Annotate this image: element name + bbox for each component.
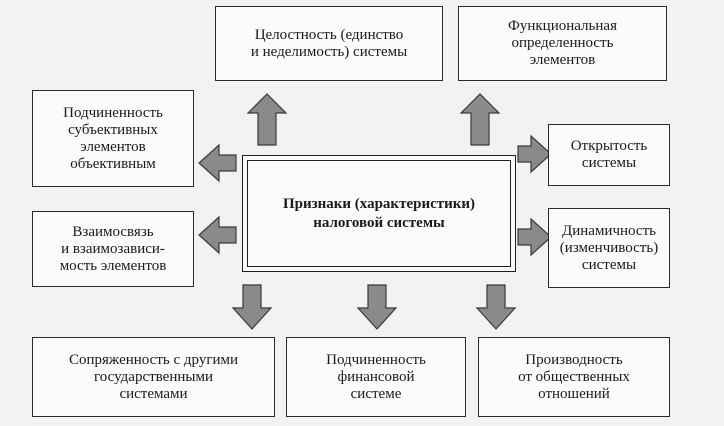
box-conjugation-label: Сопряженность с другими государственными… bbox=[68, 351, 239, 402]
box-openness-label: Открытость системы bbox=[570, 138, 648, 171]
center-title: Признаки (характеристики) налоговой сист… bbox=[282, 195, 476, 231]
box-subordination-financial: Подчиненность финансовой системе bbox=[286, 337, 466, 417]
box-interconnection-label: Взаимосвязь и взаимозависи- мость элемен… bbox=[59, 223, 167, 274]
box-derivation-label: Производность от общественных отношений bbox=[518, 351, 630, 402]
box-dynamism-label: Динамичность (изменчивость) системы bbox=[559, 222, 659, 273]
box-functional: Функциональная определенность элементов bbox=[458, 6, 667, 81]
box-subordination-subjective-label: Подчиненность субъективных элементов объ… bbox=[63, 104, 163, 172]
arrow-right-openness bbox=[517, 134, 552, 174]
arrow-down-derivation bbox=[475, 284, 517, 330]
box-conjugation: Сопряженность с другими государственными… bbox=[32, 337, 275, 417]
box-functional-label: Функциональная определенность элементов bbox=[508, 18, 617, 68]
box-integrity: Целостность (единство и неделимость) сис… bbox=[215, 6, 443, 81]
arrow-left-subordination bbox=[198, 143, 237, 183]
arrow-up-functional bbox=[459, 93, 501, 146]
box-openness: Открытость системы bbox=[548, 124, 670, 186]
center-box: Признаки (характеристики) налоговой сист… bbox=[242, 155, 516, 272]
arrow-left-interconnection bbox=[198, 215, 237, 255]
arrow-right-dynamism bbox=[517, 217, 552, 257]
arrow-group bbox=[198, 93, 552, 330]
arrow-down-financial bbox=[356, 284, 398, 330]
box-subordination-subjective: Подчиненность субъективных элементов объ… bbox=[32, 90, 194, 187]
box-integrity-label: Целостность (единство и неделимость) сис… bbox=[250, 26, 408, 60]
box-subordination-financial-label: Подчиненность финансовой системе bbox=[326, 351, 426, 402]
box-derivation: Производность от общественных отношений bbox=[478, 337, 670, 417]
box-dynamism: Динамичность (изменчивость) системы bbox=[548, 208, 670, 288]
arrow-up-integrity bbox=[246, 93, 288, 146]
arrow-down-conjugation bbox=[231, 284, 273, 330]
center-box-inner: Признаки (характеристики) налоговой сист… bbox=[247, 160, 511, 267]
box-interconnection: Взаимосвязь и взаимозависи- мость элемен… bbox=[32, 211, 194, 287]
